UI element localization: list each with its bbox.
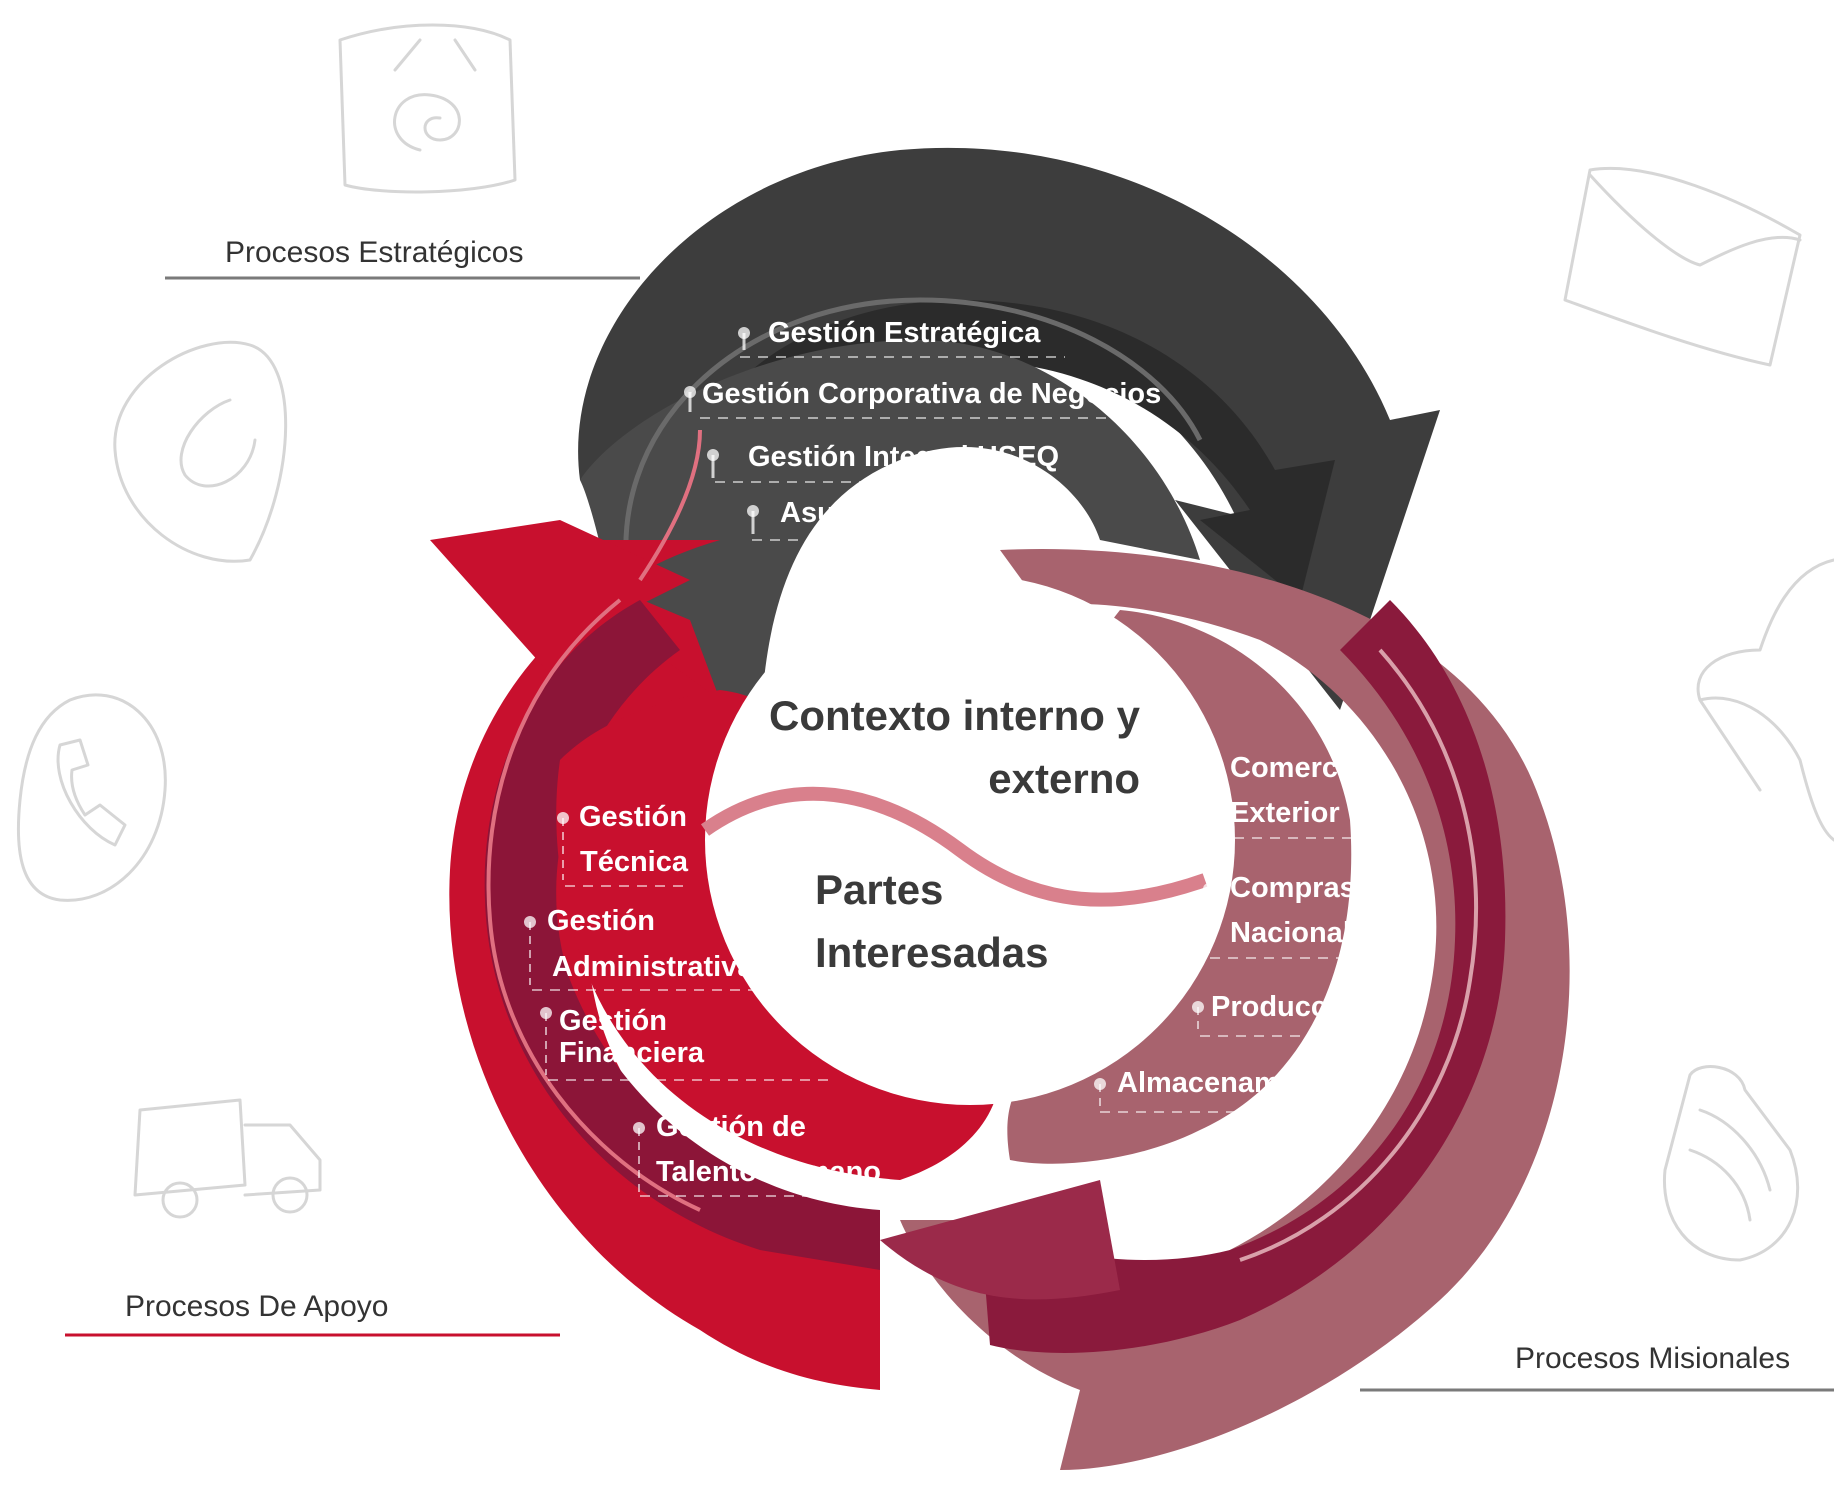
strategic-items: Gestión Estratégica Gestión Corporativa …: [684, 317, 1161, 541]
strategic-item-label: Gestión Integral HSEQ: [748, 441, 1059, 473]
support-item: Gestión Financiera: [540, 1005, 830, 1081]
support-item-line1: Gestión: [579, 801, 687, 833]
strategic-item-label: Gestión Corporativa de Negocios: [702, 378, 1161, 410]
support-item: Gestión Administrativa: [524, 905, 790, 991]
support-item-line2: Administrativa: [552, 951, 754, 983]
phone-doodle-icon: [16, 693, 167, 902]
missional-item-line1: Compras: [1230, 872, 1356, 904]
strategic-item-label: Asuntos Regulatorios: [780, 497, 1081, 529]
strategic-category: Procesos Estratégicos: [165, 236, 640, 280]
bird-doodle-icon: [1696, 558, 1834, 842]
support-item-line2: Talento Humano: [656, 1156, 881, 1188]
support-item-line2: Técnica: [580, 846, 689, 878]
center-subtitle-line1: Partes: [815, 866, 943, 913]
camera-doodle-icon: [338, 23, 517, 194]
support-item-line1: Gestión de: [656, 1111, 806, 1143]
center-subtitle-line2: Interesadas: [815, 929, 1048, 976]
missional-category: Procesos Misionales: [1360, 1342, 1834, 1392]
missional-item-line2: Exterior: [1230, 797, 1340, 829]
strategic-category-label: Procesos Estratégicos: [225, 236, 523, 269]
support-category-label: Procesos De Apoyo: [125, 1290, 388, 1323]
support-item: Gestión Técnica: [557, 801, 690, 887]
strategic-process-segment: [578, 147, 1440, 760]
support-items: Gestión Técnica Gestión Administrativa G…: [524, 801, 900, 1197]
missional-item-line1: Producción: [1211, 991, 1371, 1023]
support-category: Procesos De Apoyo: [65, 1290, 560, 1337]
strategic-item: Gestión Integral HSEQ: [707, 441, 1059, 483]
center-circle: [700, 575, 1235, 1105]
missional-item: Compras Nacionales: [1203, 872, 1400, 959]
support-item: Gestión de Talento Humano: [633, 1111, 900, 1197]
strategic-item-label: Gestión Estratégica: [768, 317, 1041, 349]
missional-item-line2: Nacionales: [1230, 917, 1383, 949]
support-item-line2: Financiera: [559, 1037, 705, 1069]
heart-doodle-icon: [113, 340, 288, 563]
missional-item: Producción: [1192, 991, 1412, 1037]
missional-item-line1: Comercio: [1230, 752, 1364, 784]
strategic-item: Asuntos Regulatorios: [747, 497, 1081, 541]
envelope-doodle-icon: [1563, 166, 1802, 367]
missional-item: Comercio Exterior: [1209, 752, 1420, 839]
jar-doodle-icon: [1662, 1065, 1800, 1262]
center-title-line1: Contexto interno y: [769, 692, 1141, 739]
support-item-line1: Gestión: [559, 1005, 667, 1037]
truck-doodle-icon: [133, 1098, 322, 1219]
center-title-line2: externo: [988, 755, 1140, 802]
missional-item-line1: Almacenamiento: [1117, 1067, 1349, 1099]
support-item-line1: Gestión: [547, 905, 655, 937]
missional-item: Almacenamiento: [1094, 1067, 1365, 1113]
strategic-item: Gestión Corporativa de Negocios: [684, 378, 1161, 419]
missional-category-label: Procesos Misionales: [1515, 1342, 1790, 1375]
strategic-item: Gestión Estratégica: [738, 317, 1065, 358]
missional-items: Comercio Exterior Compras Nacionales Pro…: [1094, 752, 1420, 1113]
